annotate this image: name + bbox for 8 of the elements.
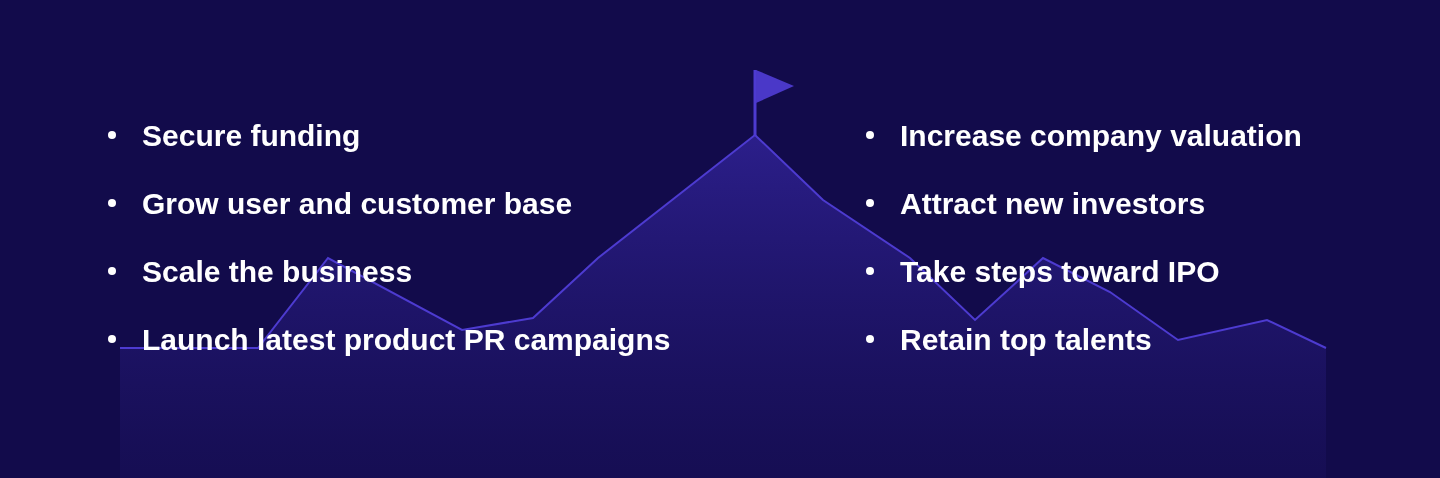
list-item-text: Launch latest product PR campaigns — [142, 321, 671, 358]
list-item-text: Scale the business — [142, 253, 413, 290]
list-item-text: Secure funding — [142, 117, 361, 154]
list-item-text: Take steps toward IPO — [900, 253, 1220, 290]
list-item-text: Increase company valuation — [900, 117, 1302, 154]
list-item-text: Grow user and customer base — [142, 185, 573, 222]
list-item-text: Retain top talents — [900, 321, 1152, 358]
list-item-text: Attract new investors — [900, 185, 1206, 222]
